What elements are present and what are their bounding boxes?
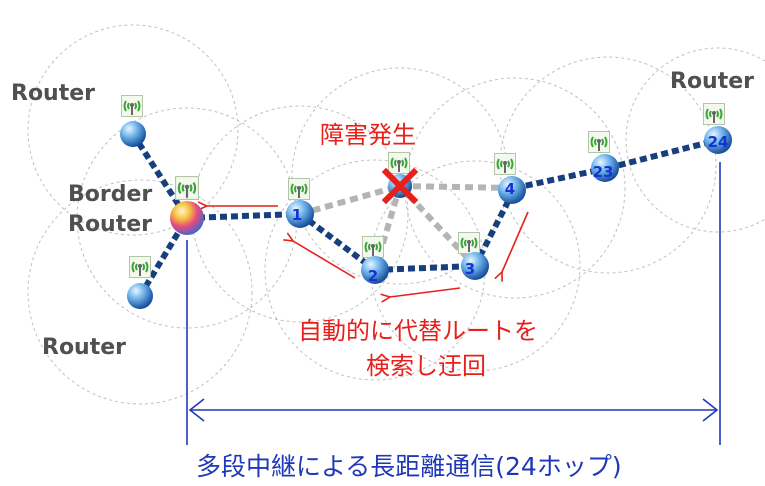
- antenna-icon: [175, 176, 199, 200]
- border-router-node: [170, 176, 204, 235]
- node-3: 3: [458, 232, 489, 280]
- active-route: [130, 132, 719, 298]
- node-globe: [461, 252, 489, 280]
- node-globe: [591, 154, 619, 182]
- node-globe: [286, 200, 314, 228]
- antenna-icon: [588, 131, 610, 153]
- node-2: 2: [361, 236, 389, 285]
- link-23-24: [607, 137, 719, 171]
- link-2-3: [374, 263, 476, 273]
- node-23-number: 23: [593, 163, 614, 181]
- border-router-globe: [170, 201, 204, 235]
- node-1-number: 1: [292, 206, 302, 224]
- node-globe: [120, 121, 146, 147]
- coverage-circle-node-x: [291, 67, 509, 285]
- reroute-arrow-4-to-3: [502, 211, 529, 272]
- antenna-icon: [288, 178, 310, 200]
- antenna-icon: [458, 232, 480, 254]
- link-router-bottom-left-border: [137, 216, 190, 298]
- broken-link-x-2: [372, 185, 403, 271]
- coverage-circle-router-top-left: [27, 24, 239, 236]
- failure-label: 障害発生: [320, 121, 416, 149]
- node-24: 24: [703, 103, 732, 154]
- link-1-2: [298, 211, 377, 273]
- node-globe: [498, 176, 526, 204]
- antenna-icon: [362, 236, 384, 258]
- link-3-4: [472, 186, 518, 268]
- reroute-label-line1: 自動的に代替ルートを: [298, 317, 538, 345]
- link-border-1: [186, 211, 301, 221]
- node-24-number: 24: [708, 133, 729, 151]
- router-top-left-node: [120, 95, 146, 147]
- reroute-label-line2: 検索し迂回: [366, 352, 486, 380]
- node-23: 23: [588, 131, 619, 182]
- node-2-number: 2: [368, 267, 378, 285]
- coverage-circle-router-bottom-left: [27, 179, 253, 405]
- border-router-label-line1: Border: [68, 182, 152, 207]
- router-top-left-label: Router: [11, 81, 95, 106]
- dimension-arrowhead-right: [702, 398, 719, 422]
- coverage-circle-node-3: [369, 160, 581, 372]
- node-4-number: 4: [505, 180, 515, 198]
- broken-link-1-x: [299, 183, 401, 217]
- reroute-arrow-3-to-2: [390, 287, 461, 297]
- router-bottom-left-label: Router: [42, 335, 126, 360]
- router-top-right-label: Router: [670, 69, 754, 94]
- failure-x-icon: [381, 167, 419, 205]
- coverage-circle-node-4: [404, 77, 626, 299]
- multihop-distance-label: 多段中継による長距離通信(24ホップ): [196, 452, 622, 481]
- border-router-label-line2: Router: [68, 212, 152, 237]
- node-4: 4: [494, 153, 526, 204]
- failed-node: [381, 152, 419, 205]
- labels: Router Router Border Router Router 障害発生 …: [11, 69, 754, 481]
- distance-dimension: [186, 162, 721, 445]
- node-globe: [127, 283, 153, 309]
- router-bottom-left-node: [127, 256, 153, 309]
- node-globe: [361, 256, 389, 284]
- coverage-circle-router-right: [625, 47, 765, 233]
- node-1: 1: [286, 178, 314, 228]
- reroute-arrows: [207, 206, 529, 297]
- antenna-icon: [494, 153, 516, 175]
- antenna-icon: [129, 256, 151, 278]
- node-3-number: 3: [465, 260, 475, 278]
- broken-link-x-4: [399, 183, 516, 191]
- dimension-arrowhead-left: [188, 398, 205, 422]
- nodes: 1 2 3 4: [120, 95, 732, 309]
- antenna-icon: [121, 95, 143, 117]
- reroute-arrow-2-to-1: [293, 241, 356, 279]
- node-globe: [704, 126, 732, 154]
- antenna-icon: [388, 152, 410, 174]
- antenna-icon: [703, 103, 725, 125]
